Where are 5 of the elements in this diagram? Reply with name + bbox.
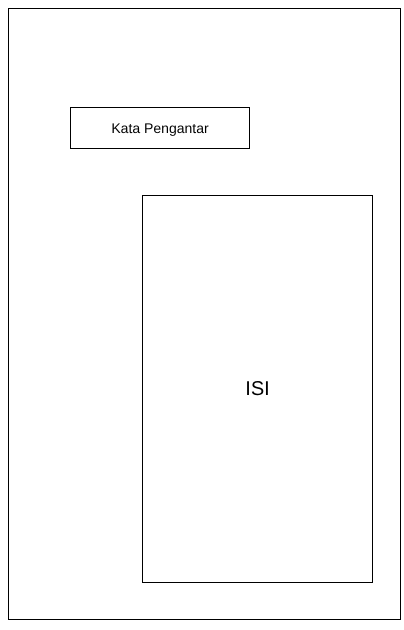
text-box	[142, 195, 373, 583]
box-label: ISI	[245, 378, 270, 400]
page-outline	[8, 8, 401, 620]
box-label: Kata Pengantar	[111, 120, 209, 136]
text-box	[70, 107, 250, 149]
